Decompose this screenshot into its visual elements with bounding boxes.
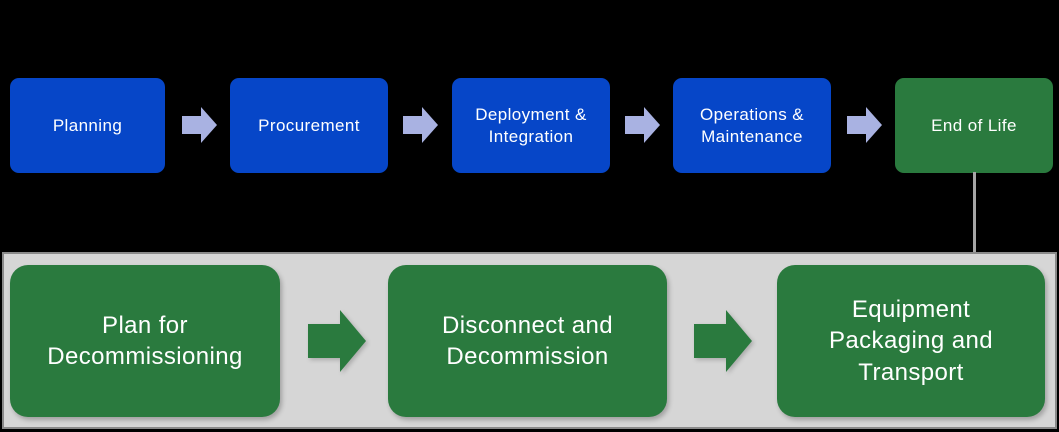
step-equipment-packaging-transport: Equipment Packaging and Transport bbox=[777, 265, 1045, 417]
stage-planning-label: Planning bbox=[52, 115, 123, 135]
right-arrow-icon bbox=[847, 107, 882, 143]
step-plan-for-decommissioning: Plan for Decommissioning bbox=[10, 265, 280, 417]
connector-line bbox=[973, 172, 976, 254]
step-plan-for-decommissioning-label: Plan for Decommissioning bbox=[47, 311, 243, 370]
stage-deployment-integration: Deployment & Integration bbox=[452, 78, 610, 173]
right-arrow-icon bbox=[182, 107, 217, 143]
stage-planning: Planning bbox=[10, 78, 165, 173]
stage-procurement-label: Procurement bbox=[258, 115, 360, 135]
stage-procurement: Procurement bbox=[230, 78, 388, 173]
step-disconnect-and-decommission-label: Disconnect and Decommission bbox=[441, 311, 614, 370]
right-arrow-icon bbox=[308, 310, 366, 372]
stage-end-of-life-label: End of Life bbox=[931, 115, 1017, 135]
stage-operations-maintenance-label: Operations & Maintenance bbox=[699, 105, 805, 146]
step-disconnect-and-decommission: Disconnect and Decommission bbox=[388, 265, 667, 417]
right-arrow-icon bbox=[694, 310, 752, 372]
right-arrow-icon bbox=[625, 107, 660, 143]
stage-operations-maintenance: Operations & Maintenance bbox=[673, 78, 831, 173]
step-equipment-packaging-transport-label: Equipment Packaging and Transport bbox=[829, 296, 993, 386]
right-arrow-icon bbox=[403, 107, 438, 143]
stage-deployment-integration-label: Deployment & Integration bbox=[475, 105, 587, 146]
stage-end-of-life: End of Life bbox=[895, 78, 1053, 173]
